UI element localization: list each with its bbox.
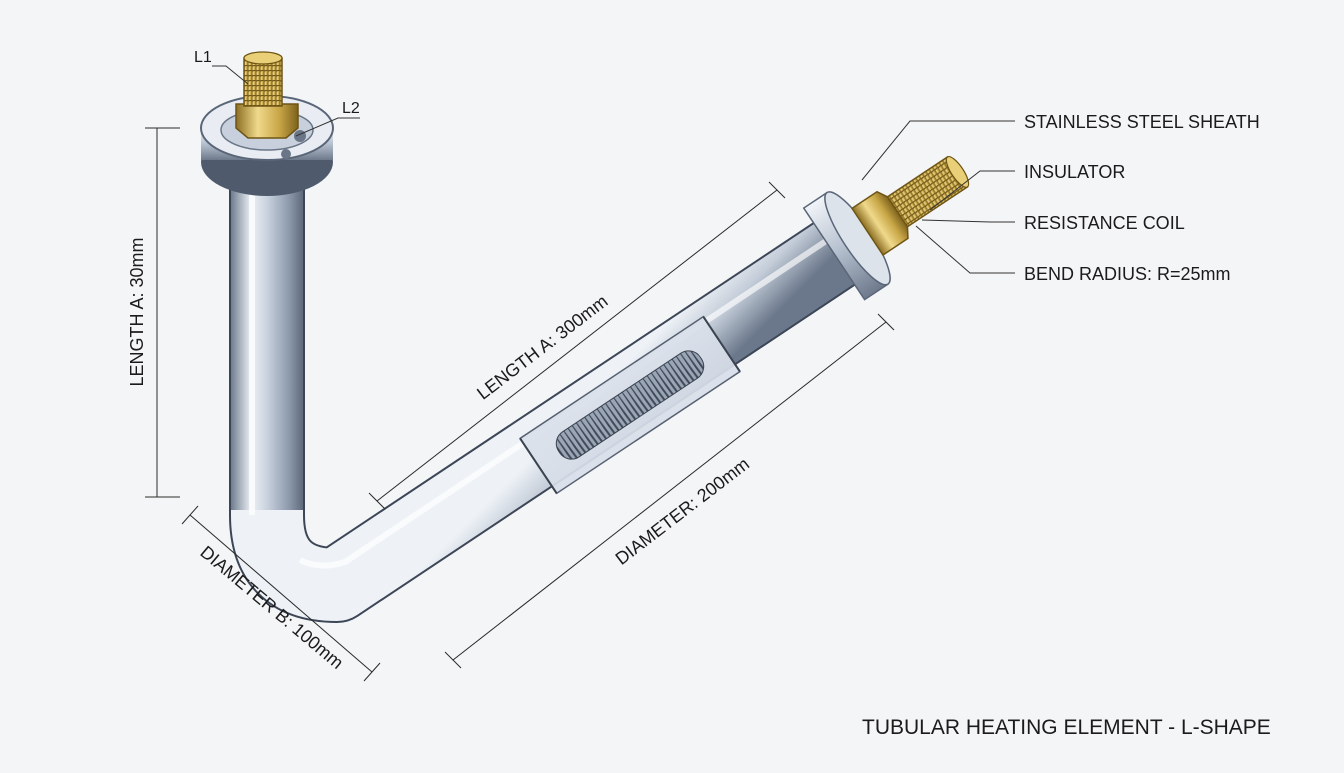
left-flange-hole [294, 130, 306, 142]
terminal-label-l2: L2 [342, 100, 360, 117]
cutaway-section [519, 315, 741, 495]
callout-insulator: INSULATOR [1024, 162, 1125, 182]
right-terminal-assembly [802, 155, 970, 301]
dimension-lines [145, 127, 895, 682]
diagram-title: TUBULAR HEATING ELEMENT - L-SHAPE [862, 716, 1271, 739]
vertical-sheath [231, 170, 303, 510]
resistance-coil [555, 350, 705, 460]
leader-lines [212, 65, 1015, 274]
callout-bend-radius: BEND RADIUS: R=25mm [1024, 264, 1231, 284]
callout-stainless-steel-sheath: STAINLESS STEEL SHEATH [1024, 112, 1260, 132]
pipe-body [229, 170, 877, 623]
terminal-label-l1: L1 [194, 49, 212, 66]
left-terminal-assembly [200, 51, 334, 196]
dimension-label-diagonal-diameter: DIAMETER: 200mm [612, 454, 754, 569]
left-threaded-stud [243, 57, 283, 107]
callout-resistance-coil: RESISTANCE COIL [1024, 213, 1185, 233]
dimension-label-vertical-length: LENGTH A: 30mm [127, 237, 147, 386]
left-hex-nut [235, 103, 299, 139]
